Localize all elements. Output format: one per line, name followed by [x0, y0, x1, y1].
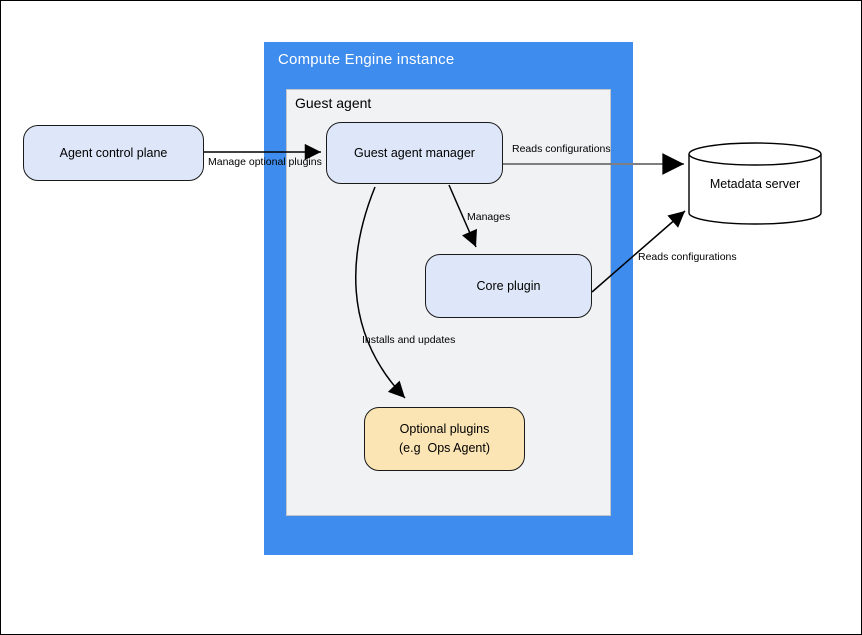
metadata-server-label-wrap: Metadata server — [689, 143, 821, 225]
node-agent-control-plane: Agent control plane — [23, 125, 204, 181]
edge-label-manage-optional-plugins: Manage optional plugins — [208, 156, 322, 168]
node-guest-agent-manager: Guest agent manager — [326, 122, 503, 184]
edge-label-installs-and-updates: Installs and updates — [362, 334, 456, 346]
guest-agent-title: Guest agent — [295, 95, 372, 111]
edge-label-reads-configurations-manager: Reads configurations — [512, 143, 611, 155]
agent-control-plane-label: Agent control plane — [59, 146, 168, 160]
edge-label-reads-configurations-core: Reads configurations — [638, 251, 737, 263]
edge-label-manages: Manages — [467, 211, 511, 223]
compute-engine-instance-title: Compute Engine instance — [278, 51, 455, 68]
node-core-plugin: Core plugin — [425, 254, 592, 318]
guest-agent-manager-label: Guest agent manager — [354, 146, 475, 160]
optional-plugins-label-line1: Optional plugins — [399, 422, 490, 436]
core-plugin-label: Core plugin — [476, 279, 541, 293]
metadata-server-label: Metadata server — [709, 177, 801, 191]
optional-plugins-label-line2: (e.g Ops Agent) — [398, 441, 491, 455]
node-optional-plugins: Optional plugins (e.g Ops Agent) — [364, 407, 525, 471]
